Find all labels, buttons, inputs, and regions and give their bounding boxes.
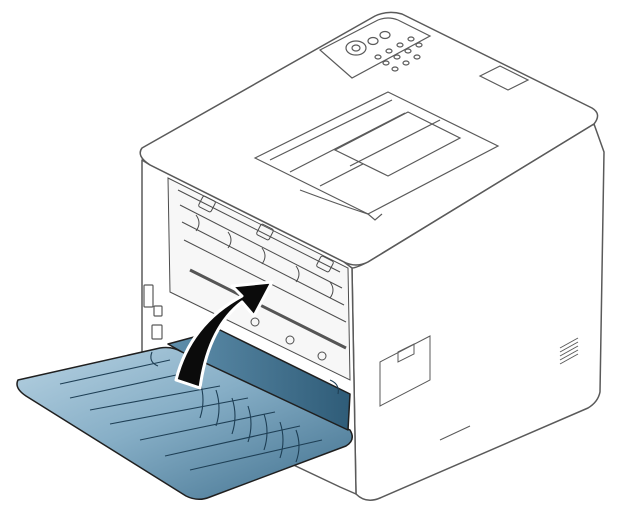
rear-cover-icon bbox=[16, 329, 353, 500]
rear-ports bbox=[143, 284, 163, 340]
vent-icon bbox=[379, 335, 579, 441]
output-tray-icon bbox=[253, 91, 500, 221]
close-arrow-icon bbox=[174, 280, 274, 390]
fuser-interior bbox=[167, 177, 351, 381]
control-panel-icon bbox=[318, 17, 530, 91]
printer-right-side bbox=[351, 123, 605, 501]
